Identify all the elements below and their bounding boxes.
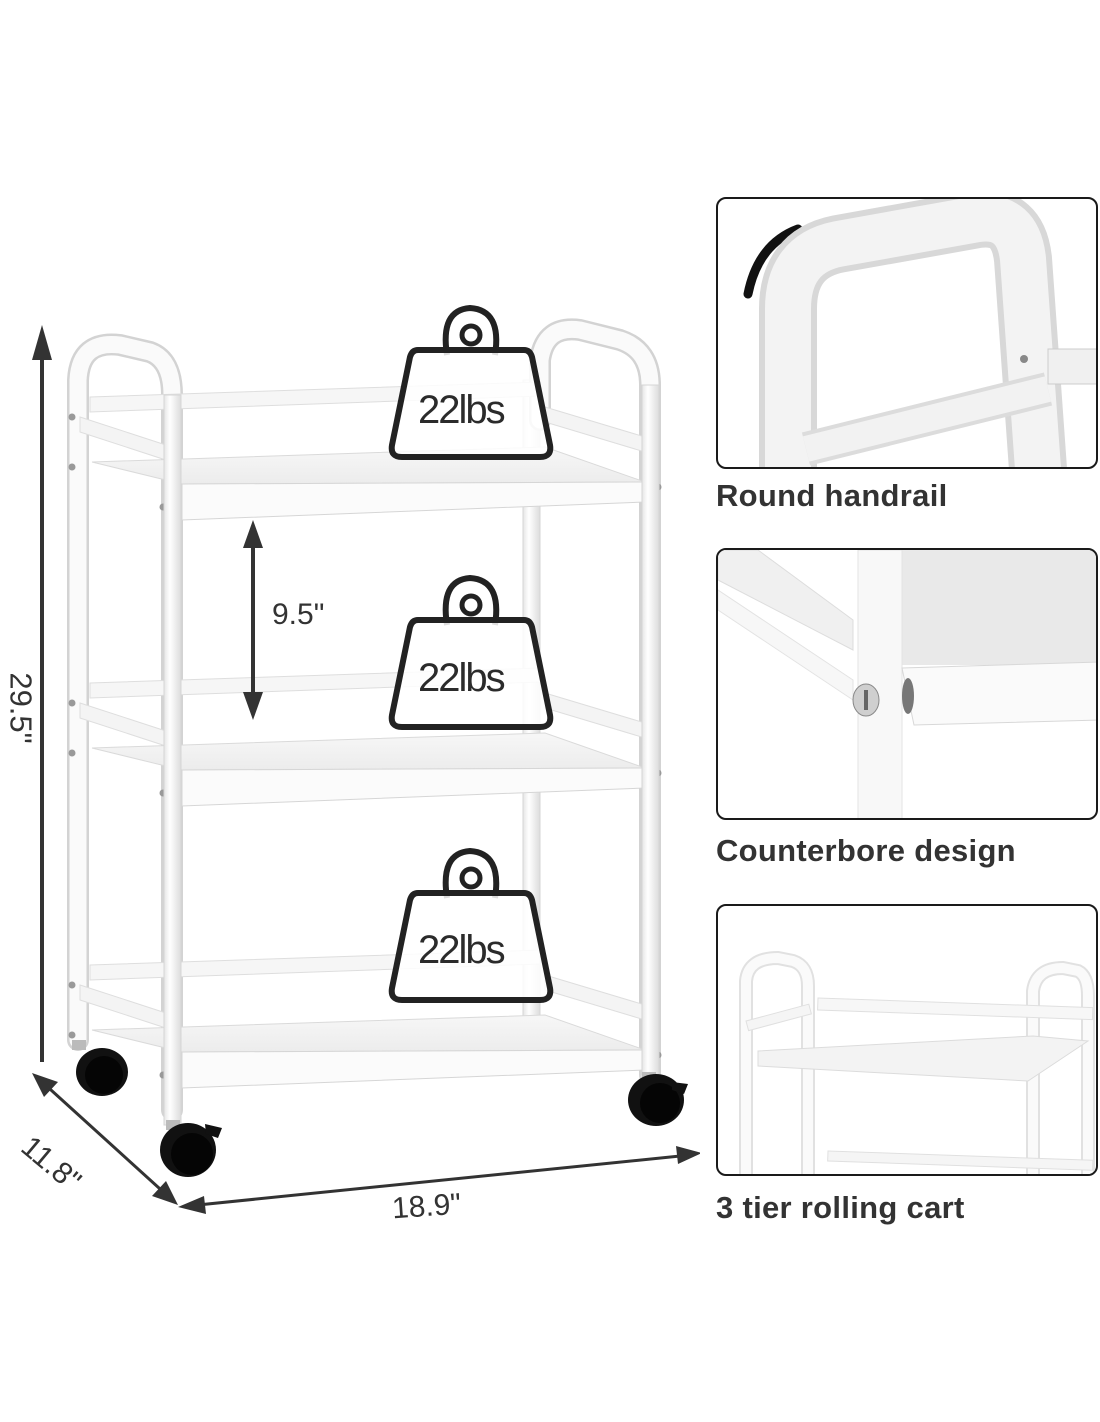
screw-icon (68, 413, 76, 421)
counterbore-closeup-image (718, 550, 1096, 818)
weight-icon (388, 304, 554, 460)
cart-top-tier-closeup-image (739, 950, 1095, 1174)
weight-icon (388, 574, 554, 730)
height-label: 29.5" (3, 672, 39, 744)
left-handle (67, 333, 183, 1121)
feature-caption-cart: 3 tier rolling cart (716, 1190, 965, 1225)
screw-icon (68, 463, 76, 471)
screw-icon (68, 699, 76, 707)
front-right-post (641, 384, 660, 1076)
width-label: 18.9" (390, 1187, 463, 1226)
cart-illustration (32, 304, 700, 1214)
front-left-post (163, 394, 182, 1126)
load-label-bottom: 22lbs (418, 928, 506, 972)
feature-caption-counterbore: Counterbore design (716, 833, 1016, 868)
feature-panel-cart (716, 904, 1098, 1176)
width-dimension-arrow (178, 1146, 700, 1214)
height-dimension-arrow (32, 325, 52, 1062)
shelf-bottom (68, 949, 662, 1089)
handrail-closeup-image (743, 199, 1096, 467)
depth-dimension-arrow (32, 1073, 178, 1205)
shelf-top (68, 381, 662, 521)
caster-wheel-front-left (160, 1120, 222, 1177)
feature-panel-handrail (716, 197, 1098, 469)
caster-wheel-rear-left (72, 1040, 128, 1096)
weight-icon (388, 847, 554, 1003)
screw-icon (68, 749, 76, 757)
screw-icon (68, 1031, 76, 1039)
right-handle (529, 318, 661, 1086)
shelf-spacing-label: 9.5" (272, 598, 325, 631)
feature-caption-handrail: Round handrail (716, 478, 948, 513)
screw-icon (68, 981, 76, 989)
load-label-top: 22lbs (418, 388, 506, 432)
shelf-spacing-arrow (243, 520, 263, 720)
feature-panel-counterbore (716, 548, 1098, 820)
caster-wheel-front-right (628, 1072, 688, 1126)
shelf-middle (68, 667, 662, 807)
load-label-middle: 22lbs (418, 656, 506, 700)
